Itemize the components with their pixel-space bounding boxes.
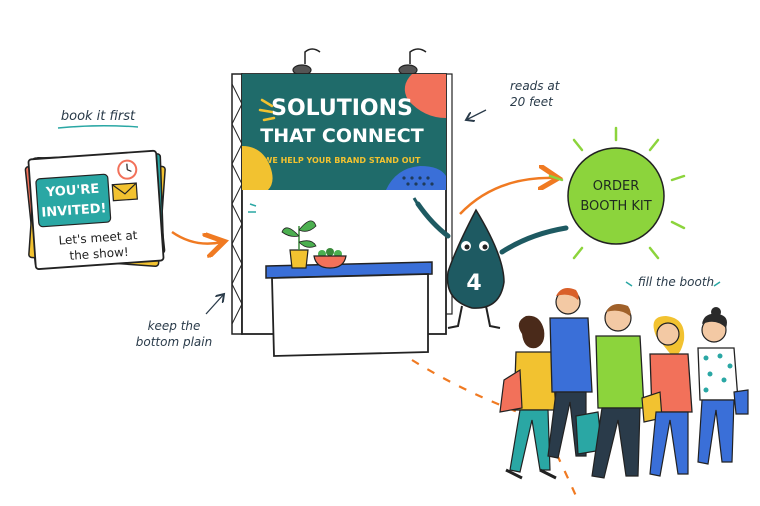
snack-bowl-icon: [313, 248, 347, 269]
walking-path-dashes: [411, 359, 578, 497]
note-reads-at-line2: 20 feet: [510, 95, 554, 109]
arrow-cards-to-booth: [171, 230, 222, 244]
invite-card-front: YOU'RE INVITED! Let's meet at the show!: [27, 149, 165, 270]
invite-headline-line1: YOU'RE: [44, 182, 99, 201]
banner-title-line2: THAT CONNECT: [260, 125, 423, 147]
sticker-rays: [548, 126, 686, 260]
note-book-it-first: book it first: [57, 109, 139, 129]
visitor-green-shirt: [575, 304, 645, 479]
note-fill-the-booth-text: fill the booth: [638, 275, 714, 289]
note-keep-bottom: keep the bottom plain: [136, 294, 224, 349]
note-fill-the-booth: fill the booth: [625, 275, 721, 289]
arrow-to-order-sticker: [459, 178, 556, 215]
potted-plant-icon: [281, 220, 317, 269]
banner-title-line1: SOLUTIONS: [271, 96, 413, 121]
note-book-it-first-text: book it first: [61, 109, 136, 124]
note-reads-at-line1: reads at: [510, 79, 561, 93]
booth-counter: [265, 261, 433, 357]
order-sticker-line1: ORDER: [593, 179, 640, 194]
invite-headline-box: [35, 173, 112, 228]
order-sticker-line2: BOOTH KIT: [580, 199, 651, 214]
visitor-coral-shirt: [641, 316, 693, 477]
note-keep-bottom-line2: bottom plain: [136, 335, 212, 349]
visitor-blue-shirt: [547, 288, 593, 459]
spotlight-right-icon: [398, 48, 427, 76]
banner-coral-blob: [404, 74, 446, 118]
invite-message-line2: the show!: [69, 245, 129, 263]
mascot-droplet: 4: [412, 197, 569, 329]
banner-graphic: SOLUTIONS THAT CONNECT WE HELP YOUR BRAN…: [242, 74, 446, 190]
invite-headline-line2: INVITED!: [41, 201, 107, 221]
mascot-badge: 4: [466, 271, 481, 296]
note-reads-at: reads at 20 feet: [466, 79, 561, 120]
visitor-polka-dot-shirt: [697, 307, 749, 465]
banner-yellow-blob: [242, 146, 273, 190]
envelope-icon: [111, 182, 138, 202]
visitor-yellow-shirt: [499, 315, 557, 480]
invite-message-line1: Let's meet at: [58, 228, 138, 247]
invitation-cards: YOU'RE INVITED! Let's meet at the show!: [24, 149, 166, 270]
order-booth-kit-sticker[interactable]: ORDER BOOTH KIT: [548, 126, 686, 260]
banner-tagline: WE HELP YOUR BRAND STAND OUT: [264, 156, 422, 165]
crowd-of-visitors: [499, 288, 749, 480]
note-keep-bottom-line1: keep the: [148, 319, 201, 333]
spotlight-left-icon: [292, 48, 321, 76]
